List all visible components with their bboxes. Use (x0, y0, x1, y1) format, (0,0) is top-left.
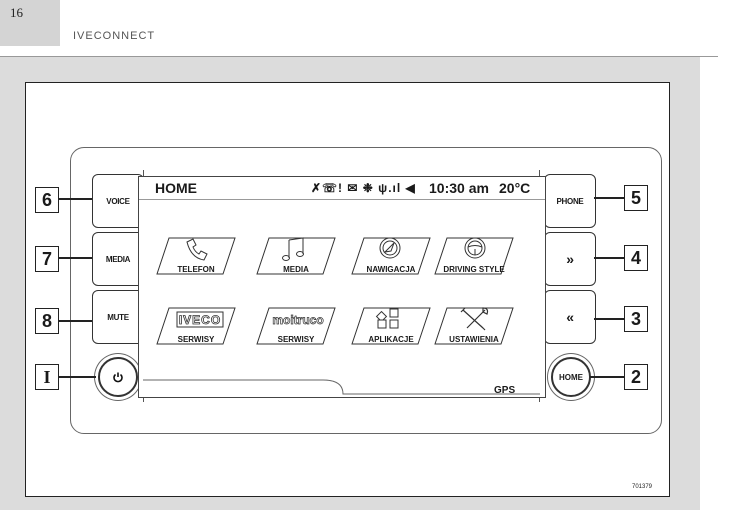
tile-serwisy-moitruco[interactable]: moitruco SERWISY (255, 306, 337, 346)
power-button[interactable] (98, 357, 138, 397)
leader-line (58, 376, 96, 378)
power-icon (113, 372, 123, 383)
home-button[interactable]: HOME (551, 357, 591, 397)
section-title: IVECONNECT (73, 30, 156, 42)
leader-line (594, 197, 624, 199)
mute-button[interactable]: MUTE (92, 290, 144, 344)
screen-title: HOME (155, 180, 197, 196)
tile-label: MEDIA (283, 265, 309, 274)
leader-line (58, 257, 92, 259)
tile-label: NAWIGACJA (366, 265, 416, 274)
touch-screen: HOME ✗☏! ✉ ❉ ψ.ıl ◀ 10:30 am 20°C (138, 176, 546, 398)
media-button[interactable]: MEDIA (92, 232, 144, 286)
phone-icon (186, 238, 208, 261)
figure-code: 701379 (632, 484, 653, 490)
voice-button[interactable]: VOICE (92, 174, 144, 228)
tile-label: APLIKACJE (368, 335, 414, 344)
callout-2: 2 (624, 364, 648, 390)
tile-aplikacje[interactable]: APLIKACJE (350, 306, 432, 346)
callout-3: 3 (624, 306, 648, 332)
bottom-arc (143, 379, 540, 395)
callout-1: I (35, 364, 59, 390)
clock: 10:30 am (429, 180, 489, 196)
tile-ustawienia[interactable]: USTAWIENIA (433, 306, 515, 346)
leader-line (58, 320, 92, 322)
tile-media[interactable]: MEDIA (255, 236, 337, 276)
apps-icon (375, 308, 399, 329)
moitruco-logo: moitruco (272, 313, 324, 328)
tile-serwisy-iveco[interactable]: IVECO SERWISY (155, 306, 237, 346)
phone-button[interactable]: PHONE (544, 174, 596, 228)
iveco-logo: IVECO (178, 313, 222, 328)
page-number: 16 (10, 5, 23, 20)
prev-button[interactable]: « (544, 290, 596, 344)
page-number-box (0, 0, 60, 46)
callout-7: 7 (35, 246, 59, 272)
callout-5: 5 (624, 185, 648, 211)
tile-label: USTAWIENIA (449, 335, 499, 344)
tile-label: DRIVING STYLE (443, 265, 505, 274)
leader-line (590, 376, 624, 378)
callout-6: 6 (35, 187, 59, 213)
tile-label: SERWISY (177, 335, 215, 344)
tile-nawigacja[interactable]: NAWIGACJA (350, 236, 432, 276)
tile-telefon[interactable]: TELEFON (155, 236, 237, 276)
leader-line (594, 318, 624, 320)
status-bar: HOME ✗☏! ✉ ❉ ψ.ıl ◀ 10:30 am 20°C (139, 177, 545, 200)
tile-driving-style[interactable]: DRIVING STYLE (433, 236, 515, 276)
callout-8: 8 (35, 308, 59, 334)
music-note-icon (282, 237, 304, 261)
next-button[interactable]: » (544, 232, 596, 286)
leader-line (58, 198, 92, 200)
status-icons: ✗☏! ✉ ❉ ψ.ıl ◀ (311, 181, 416, 195)
temperature: 20°C (499, 180, 531, 196)
gps-label: GPS (494, 385, 516, 396)
tile-label: TELEFON (177, 265, 215, 274)
callout-4: 4 (624, 245, 648, 271)
compass-icon (379, 237, 401, 259)
tools-icon (460, 307, 489, 331)
leader-line (594, 257, 624, 259)
header-rule (0, 56, 718, 57)
steering-wheel-icon (464, 237, 486, 259)
tile-label: SERWISY (277, 335, 315, 344)
